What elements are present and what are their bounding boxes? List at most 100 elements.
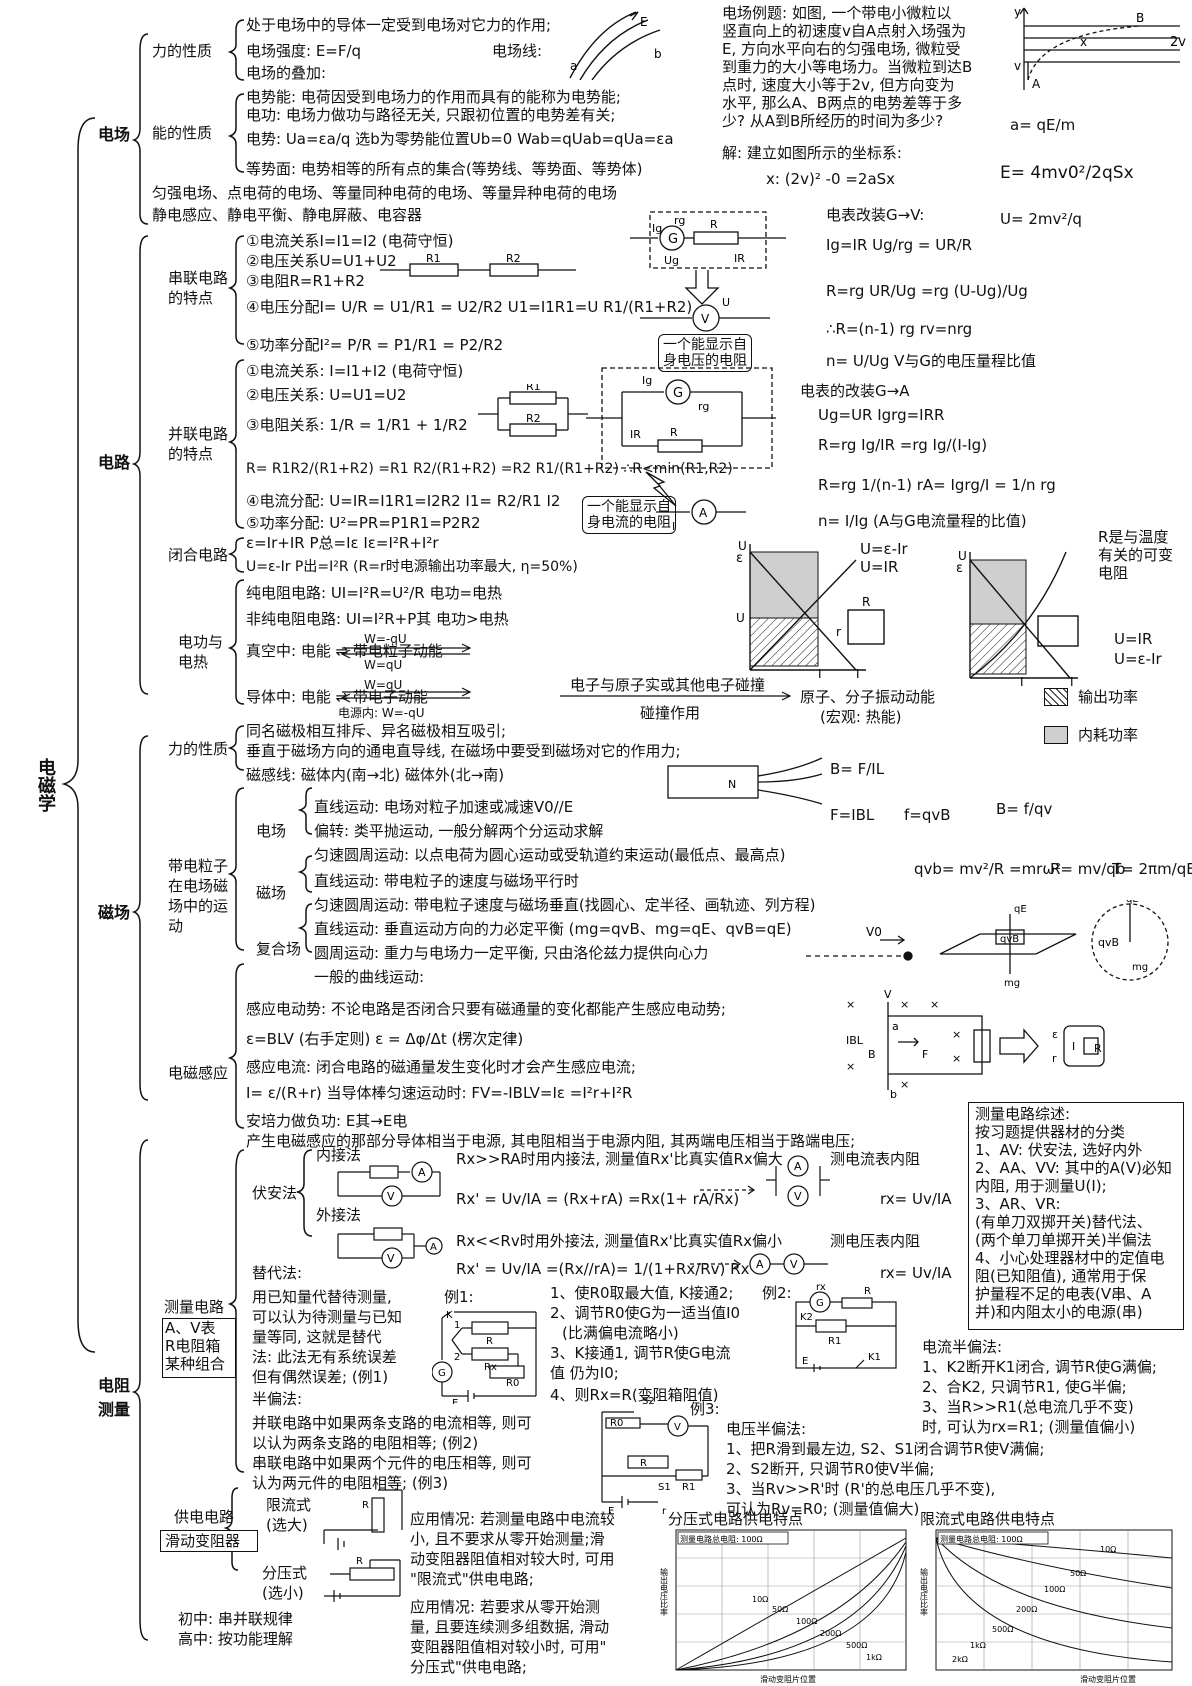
field-lines-diagram: E a b	[569, 11, 662, 80]
divide-1: 分压式	[262, 1564, 308, 1582]
summary-line: 3、AR、VR:	[975, 1195, 1061, 1213]
parallel-title: 并联电路的特点	[168, 425, 229, 463]
svg-text:R: R	[640, 1458, 647, 1469]
summary-line: 按习题提供器材的分类	[975, 1123, 1126, 1141]
example-graph: y B 2v x v A	[1014, 5, 1186, 91]
sub-line-1: 用已知量代替待测量,	[252, 1288, 392, 1306]
svg-text:B: B	[1136, 11, 1144, 25]
svg-text:A: A	[1032, 77, 1041, 91]
example-eq1: x: (2v)² -0 =2aSx	[766, 170, 896, 188]
svg-text:U: U	[958, 550, 967, 563]
ex1-step-4: 3、K接通1, 调节R使G电流	[550, 1344, 731, 1362]
ex1-step-1: 1、使R0取最大值, K接通2;	[550, 1284, 734, 1302]
ex1-step-5: 值 仍为I0;	[550, 1364, 619, 1382]
chart2-ylabel: 输出电压比率	[920, 1567, 929, 1617]
svg-text:A: A	[756, 1258, 764, 1271]
meter-a-line-3: R=rg 1/(n-1) rA= Igrg/I = 1/n rg	[818, 476, 1056, 494]
svg-text:Ug: Ug	[664, 254, 679, 267]
branch-magnetic: 磁场	[98, 903, 131, 922]
field-energy-title: 能的性质	[152, 124, 213, 142]
outer-line-1: Rx<<Rv时用外接法, 测量值Rx'比真实值Rx偏小	[456, 1232, 782, 1250]
ui-note-line: 有关的可变	[1098, 546, 1174, 564]
svg-text:R1: R1	[828, 1336, 841, 1347]
supply-title: 供电电路	[174, 1508, 235, 1526]
chart1-curve-label: 200Ω	[820, 1629, 841, 1638]
inner-line-3: 测电流表内阻	[830, 1150, 921, 1168]
induct-line-4: I= ε/(R+r) 当导体棒匀速运动时: FV=-IBLV=Iε =I²r+I…	[246, 1084, 633, 1102]
work-line-6: 碰撞作用	[640, 704, 701, 722]
mag-force-line-1: 同名磁极相互排斥、异名磁极相互吸引;	[246, 722, 507, 740]
parallel-caption-line: 一个能显示自	[587, 499, 671, 515]
svg-text:V: V	[674, 1422, 681, 1433]
svg-text:A: A	[430, 1242, 437, 1253]
svg-text:IBL: IBL	[846, 1034, 864, 1047]
legend-out-swatch	[1044, 688, 1068, 706]
series-title: 串联电路的特点	[168, 269, 229, 307]
mag-f-eq: f=qvB	[904, 806, 951, 824]
mag-B-eq: B= F/IL	[830, 760, 885, 778]
svg-text:V: V	[884, 990, 892, 1001]
induct-line-3: 感应电流: 闭合电路的磁通量发生变化时才会产生感应电流;	[246, 1058, 636, 1076]
chart2-curve-label: 200Ω	[1016, 1605, 1037, 1614]
svg-text:R: R	[864, 1286, 871, 1297]
va-title: 伏安法	[252, 1184, 298, 1202]
induct-line-1: 感应电动势: 不论电路是否闭合只要有磁通量的变化都能产生感应电动势;	[246, 1000, 726, 1018]
meter-v-line-2: R=rg UR/Ug =rg (U-Ug)/Ug	[826, 282, 1028, 300]
particle-title: 带电粒子在电场磁场中的运动	[168, 857, 229, 935]
field-energy-line-1: 电势能: 电荷因受到电场力的作用而具有的能称为电势能;	[246, 88, 621, 106]
svg-text:a: a	[570, 59, 577, 73]
svg-text:G: G	[816, 1298, 824, 1309]
induct-title: 电磁感应	[168, 1064, 229, 1082]
svg-text:rg: rg	[698, 400, 709, 413]
summary-line: 阻(已知阻值), 通常用于保	[975, 1267, 1147, 1285]
app1-line-1: 应用情况: 若测量电路中电流较	[410, 1510, 615, 1528]
r1-label: R1	[426, 252, 441, 265]
svg-text:ε: ε	[956, 561, 963, 576]
svg-text:R0: R0	[610, 1418, 623, 1429]
meter-v-title: 电表改装G→V:	[826, 206, 925, 224]
senior-note: 高中: 按功能理解	[178, 1630, 293, 1648]
summary-box: 测量电路综述: 按习题提供器材的分类 1、AV: 伏安法, 选好内外 2、AA、…	[968, 1102, 1184, 1330]
work-arrow-bot2: 电源内: W=-qU	[338, 706, 425, 720]
svg-text:K2: K2	[800, 1312, 813, 1323]
summary-line: 内阻, 用于测量U(I);	[975, 1177, 1107, 1195]
svg-text:B: B	[868, 1048, 876, 1061]
branch-circuit: 电路	[98, 453, 131, 472]
svg-text:y: y	[1014, 5, 1021, 19]
svg-text:F: F	[922, 1048, 928, 1061]
chart2-curve-label: 50Ω	[1070, 1569, 1086, 1578]
work-title: 电功与电热	[178, 633, 224, 671]
chart1-curve-label: 50Ω	[772, 1605, 788, 1614]
svg-text:I: I	[818, 667, 822, 680]
ex1-label: 例1:	[444, 1288, 474, 1306]
circuit-title-line: A、V表	[165, 1319, 216, 1337]
closed-line-1: ε=Ir+IR P总=Iε Iε=I²R+I²r	[246, 534, 439, 552]
svg-text:x: x	[1080, 35, 1087, 49]
example-E-eq: E= 4mv0²/2qSx	[1000, 163, 1134, 183]
ex1-step-6: 4、则Rx=R(变阻箱阻值)	[550, 1386, 719, 1404]
example-line: 点时, 速度大小等于2v, 但方向变为	[722, 76, 955, 94]
svg-text:×: ×	[930, 998, 939, 1011]
compound-field-diagram: V0 qvB qE mg qvB qE mg	[806, 900, 1169, 989]
series-line-3: ③电阻R=R1+R2	[246, 272, 365, 290]
circ-eq-1: qvb= mv²/R =mrω²	[914, 860, 1061, 878]
ui-left-eq-1: U=ε-Ir	[860, 540, 908, 558]
svg-text:×: ×	[952, 1028, 961, 1041]
parallel-line-4: R= R1R2/(R1+R2) =R1 R2/(R1+R2) =R2 R1/(R…	[246, 461, 733, 477]
svg-text:U: U	[722, 296, 730, 309]
half-voltage-line: 3、当Rv>>R'时 (R'的总电压几乎不变),	[726, 1480, 996, 1498]
example-line: 水平, 那么A、B两点的电势差等于多	[722, 94, 963, 112]
series-caption: 一个能显示自 身电压的电阻	[658, 334, 752, 372]
half-voltage-line: 1、把R滑到最左边, S2、S1闭合调节R使V满偏;	[726, 1440, 1045, 1458]
chart1: 测量电路总电阻: 100Ω 10Ω 50Ω 100Ω 200Ω 500Ω 1kΩ…	[660, 1529, 907, 1684]
ef-line-1: 直线运动: 电场对粒子加速或减速V0//E	[314, 798, 574, 816]
legend-in-swatch	[1044, 726, 1068, 744]
circ-eq-3: T= 2πm/qB	[1112, 860, 1192, 878]
svg-text:×: ×	[846, 1060, 855, 1073]
junior-note: 初中: 串并联规律	[178, 1610, 293, 1628]
mag-force-line-3: 磁感线: 磁体内(南→北) 磁体外(北→南)	[246, 766, 505, 784]
work-line-3: 真空中: 电能 ⇌ 带电粒子动能	[246, 642, 443, 660]
series-meter-diagram: G Ig rg R Ug IR V U	[630, 211, 786, 332]
